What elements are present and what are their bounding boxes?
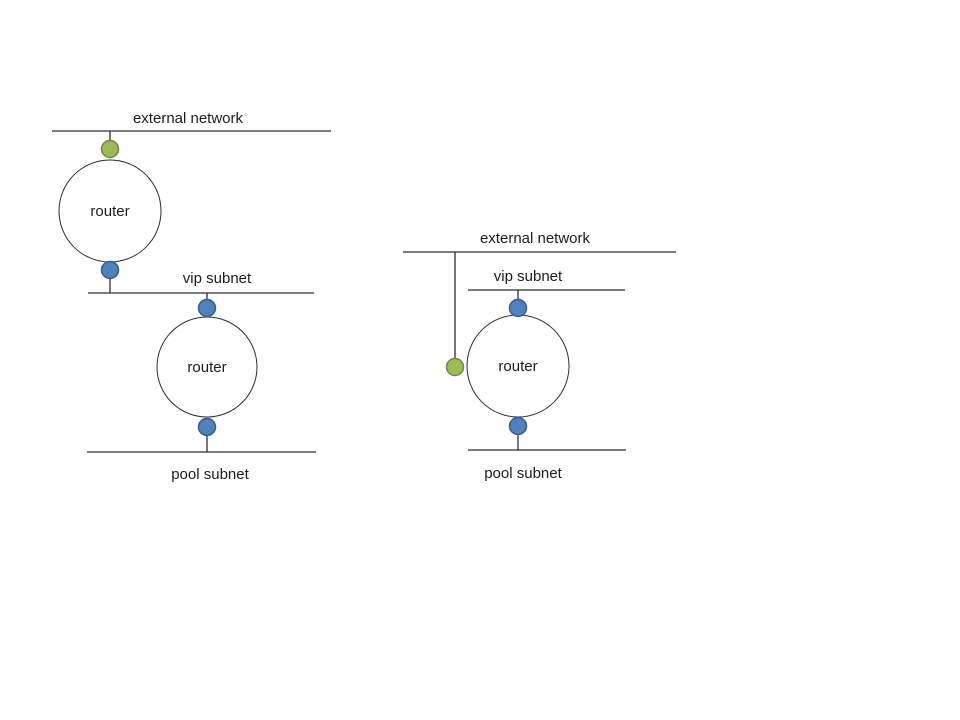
right-topology-labels: external network vip subnet router pool … — [480, 230, 591, 482]
vip-subnet-label: vip subnet — [494, 268, 563, 285]
external-port-icon — [445, 357, 465, 377]
external-port-icon — [100, 139, 120, 159]
router2-label: router — [187, 359, 226, 376]
vip-port-icon — [100, 260, 120, 280]
external-network-label: external network — [480, 230, 591, 247]
pool-subnet-label: pool subnet — [484, 465, 562, 482]
right-topology: external network vip subnet router pool … — [403, 230, 676, 482]
router-label: router — [498, 358, 537, 375]
left-topology-wires — [52, 130, 331, 453]
left-topology-labels: external network router vip subnet route… — [90, 110, 252, 483]
pool-subnet-label: pool subnet — [171, 466, 249, 483]
pool-port-icon — [508, 416, 528, 436]
vip-port-icon — [508, 298, 528, 318]
external-network-label: external network — [133, 110, 244, 127]
vip-subnet-label: vip subnet — [183, 270, 252, 287]
left-topology: external network router vip subnet route… — [52, 110, 331, 483]
router1-label: router — [90, 203, 129, 220]
pool-port-icon — [197, 417, 217, 437]
vip-port-icon — [197, 298, 217, 318]
